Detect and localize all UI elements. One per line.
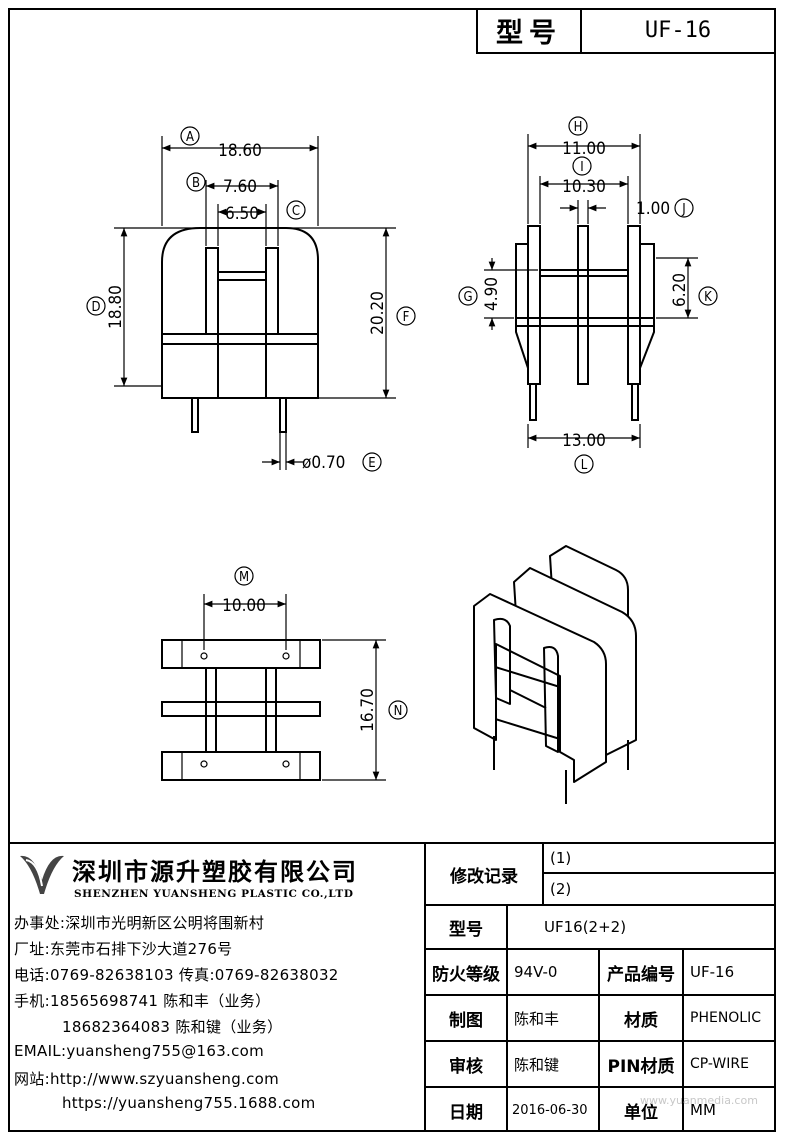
dim-d-tag: D [91,300,100,315]
dim-b-value: 7.60 [223,177,257,197]
pin-material-value: CP-WIRE [690,1056,749,1072]
bottom-labels: M 10.00 16.70 N [222,566,408,732]
front-pin-left [191,397,199,433]
website-1: 网站:http://www.szyuansheng.com [14,1070,280,1088]
front-right-slot [265,247,279,335]
bottom-top-flange [161,639,321,669]
front-outline [161,227,319,399]
email: EMAIL:yuansheng755@163.com [14,1042,265,1060]
side-left-flange [527,225,541,385]
material-label: 材质 [624,1010,658,1031]
bottom-view [161,639,321,781]
dim-d-value: 18.80 [106,285,126,329]
dim-j-value: 1.00 [636,199,670,219]
title-block-table: 修改记录 (1) (2) 型号 UF16(2+2) 防火等级 94V-0 产品编… [8,842,776,1132]
drawn-by-value: 陈和丰 [514,1009,560,1028]
table-model-value: UF16(2+2) [544,918,627,936]
front-view [161,227,319,433]
dim-k-value: 6.20 [670,273,690,307]
dim-j-tag: J [681,202,685,217]
office-address: 办事处:深圳市光明新区公明将围新村 [14,914,265,932]
model-label: 型号 [478,8,582,52]
date-value: 2016-06-30 [512,1102,588,1118]
side-dimensions [484,134,698,448]
pin-material-label: PIN材质 [607,1056,675,1077]
dim-e-value: ø0.70 [302,453,345,473]
side-right-flange [627,225,641,385]
dim-c-tag: C [292,204,300,219]
mobile-1: 手机:18565698741 陈和丰（业务） [14,992,271,1010]
fire-rating-value: 94V-0 [514,963,558,981]
dim-a-value: 18.60 [218,141,262,161]
front-pin-right [279,397,287,433]
product-no-label: 产品编号 [607,964,675,985]
watermark: www.yuanmedia.com [640,1094,758,1107]
dim-l-tag: L [581,458,588,473]
bottom-dimensions [203,594,386,781]
table-model-label: 型号 [449,919,483,940]
dim-g-tag: G [463,290,472,305]
dim-b-tag: B [192,176,200,191]
dim-h-value: 11.00 [562,139,606,159]
dim-c-value: 6.50 [225,204,259,224]
dim-l-value: 13.00 [562,431,606,451]
checked-by-label: 审核 [449,1056,483,1077]
dim-a-tag: A [186,130,194,145]
dim-m-tag: M [239,570,249,585]
isometric-view [473,545,637,804]
dim-i-tag: I [580,160,583,175]
title-block-model: 型号 UF-16 [476,8,776,54]
mobile-2: 18682364083 陈和键（业务） [62,1018,283,1036]
side-labels: H 11.00 I 10.30 1.00 J G 4.90 K 6.20 13.… [458,116,718,474]
dim-n-value: 16.70 [358,688,378,732]
side-center-flange [577,225,589,385]
front-left-slot [205,247,219,335]
company-logo-icon [20,855,64,894]
fire-rating-label: 防火等级 [432,964,500,985]
company-name-en: SHENZHEN YUANSHENG PLASTIC CO.,LTD [74,888,354,900]
factory-address: 厂址:东莞市石排下沙大道276号 [14,940,233,958]
drawing-frame [8,8,776,1132]
unit-label: 单位 [624,1102,658,1123]
side-view [515,225,655,421]
dim-h-tag: H [574,120,583,135]
bottom-bottom-flange [161,751,321,781]
drawn-by-label: 制图 [449,1010,483,1031]
material-value: PHENOLIC [690,1010,762,1026]
front-dimensions [114,136,396,470]
dim-m-value: 10.00 [222,596,266,616]
bottom-center-flange [161,701,321,717]
dim-n-tag: N [394,704,403,719]
iso-front-flange [473,593,607,783]
model-value: UF-16 [644,17,712,43]
dim-f-value: 20.20 [368,291,388,335]
dim-e-tag: E [368,456,375,471]
dim-k-tag: K [704,290,712,305]
checked-by-value: 陈和键 [514,1055,560,1074]
phone-fax: 电话:0769-82638103 传真:0769-82638032 [14,966,339,984]
company-name-cn: 深圳市源升塑胶有限公司 [72,857,358,886]
revision-label: 修改记录 [450,866,518,887]
technical-drawing: A 18.60 B 7.60 C 6.50 D 18.80 F 20.20 ø0… [86,116,718,804]
revision-1: (1) [550,849,572,867]
website-2: https://yuansheng755.1688.com [62,1094,316,1112]
front-labels: A 18.60 B 7.60 C 6.50 D 18.80 F 20.20 ø0… [86,126,416,473]
product-no-value: UF-16 [690,963,735,981]
date-label: 日期 [449,1102,483,1123]
revision-2: (2) [550,880,572,898]
unit-value: MM [690,1101,716,1119]
dim-g-value: 4.90 [482,277,502,311]
dim-f-tag: F [403,310,410,325]
dim-i-value: 10.30 [562,177,606,197]
